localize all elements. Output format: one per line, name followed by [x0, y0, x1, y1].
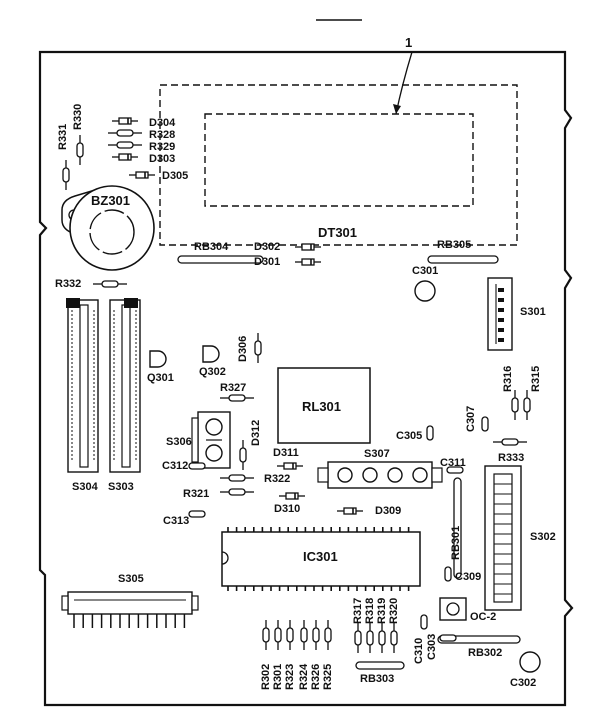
d304-label: D304	[149, 117, 176, 129]
q301-label: Q301	[147, 372, 174, 384]
capacitor-c302-body	[519, 651, 541, 673]
ic-label: IC301	[303, 549, 338, 564]
r316-label: R316	[502, 365, 514, 392]
r328-label: R328	[149, 129, 176, 141]
buzzer-body	[69, 185, 155, 271]
switch-s303-body	[109, 298, 141, 473]
d302-label: D302	[254, 241, 281, 253]
buzzer-label: BZ301	[91, 193, 131, 208]
display-outline	[159, 84, 518, 246]
capacitor-c303-body	[439, 634, 457, 642]
d309-label: D309	[375, 505, 402, 517]
c302-label: C302	[510, 677, 537, 689]
r324-label: R324	[298, 663, 310, 690]
s305-label: S305	[118, 573, 144, 585]
r318-label: R318	[364, 597, 376, 624]
c310-label: C310	[413, 637, 425, 664]
rb304-body	[177, 255, 264, 264]
capacitor-c305-body	[426, 425, 434, 441]
switch-s306-body	[191, 411, 231, 469]
rb301-body	[453, 477, 462, 579]
rb302-body	[437, 635, 521, 644]
rb303-body	[355, 661, 405, 670]
c301-label: C301	[412, 265, 439, 277]
r332-label: R332	[55, 278, 82, 290]
callout-number: 1	[405, 35, 413, 50]
d305-label: D305	[162, 170, 189, 182]
q302-label: Q302	[199, 366, 226, 378]
connector-s305-body	[61, 591, 199, 615]
c312-label: C312	[162, 460, 189, 472]
optocoupler-label: OC-2	[470, 611, 497, 623]
rb304-label: RB304	[194, 241, 229, 253]
r321-label: R321	[183, 488, 210, 500]
s306-label: S306	[166, 436, 192, 448]
switch-s304-body	[66, 298, 99, 473]
callout-arrowhead	[393, 104, 401, 114]
s302-label: S302	[530, 531, 556, 543]
ic-body	[221, 531, 421, 587]
r329-label: R329	[149, 141, 176, 153]
connector-s302-body	[484, 465, 522, 611]
r322-label: R322	[264, 473, 291, 485]
r319-label: R319	[376, 597, 388, 624]
r317-label: R317	[352, 597, 364, 624]
d312-label: D312	[250, 419, 262, 446]
r331-label: R331	[57, 123, 69, 150]
capacitor-c310-body	[420, 614, 428, 630]
d310-label: D310	[274, 503, 301, 515]
rb303-label: RB303	[360, 673, 395, 685]
capacitor-c301-body	[414, 280, 436, 302]
d311-label: D311	[273, 447, 299, 459]
s303-label: S303	[108, 481, 134, 493]
rb305-label: RB305	[437, 239, 472, 251]
transistor-q301-body	[149, 350, 167, 368]
r333-label: R333	[498, 452, 525, 464]
rb302-label: RB302	[468, 647, 503, 659]
relay-label: RL301	[302, 399, 342, 414]
r301-label: R301	[272, 663, 284, 690]
c305-label: C305	[396, 430, 423, 442]
c311-label: C311	[440, 457, 466, 469]
rb305-body	[427, 255, 499, 264]
c303-label: C303	[426, 633, 438, 660]
capacitor-c313-body	[188, 510, 206, 518]
relay-body	[277, 367, 371, 444]
d306-label: D306	[237, 335, 249, 362]
r327-label: R327	[220, 382, 247, 394]
optocoupler-lens	[446, 602, 460, 616]
d303-label: D303	[149, 153, 176, 165]
r325-label: R325	[322, 663, 334, 690]
d301-label: D301	[254, 256, 281, 268]
capacitor-c309-body	[444, 566, 452, 582]
r330-label: R330	[72, 103, 84, 130]
c313-label: C313	[163, 515, 190, 527]
s301-label: S301	[520, 306, 546, 318]
display-label: DT301	[318, 225, 358, 240]
connector-s301-body	[487, 277, 513, 351]
capacitor-c307-body	[481, 416, 489, 432]
buzzer-inner	[89, 209, 135, 255]
r315-label: R315	[530, 365, 542, 392]
s307-label: S307	[364, 448, 390, 460]
connector-s307-body	[317, 461, 443, 489]
r302-label: R302	[260, 663, 272, 690]
capacitor-c312-body	[188, 462, 206, 470]
r326-label: R326	[310, 663, 322, 690]
rb301-label: RB301	[450, 525, 462, 560]
r320-label: R320	[388, 597, 400, 624]
c309-label: C309	[455, 571, 482, 583]
transistor-q302-body	[202, 345, 220, 363]
c307-label: C307	[465, 405, 477, 432]
r323-label: R323	[284, 663, 296, 690]
display-window	[204, 113, 474, 207]
s304-label: S304	[72, 481, 98, 493]
